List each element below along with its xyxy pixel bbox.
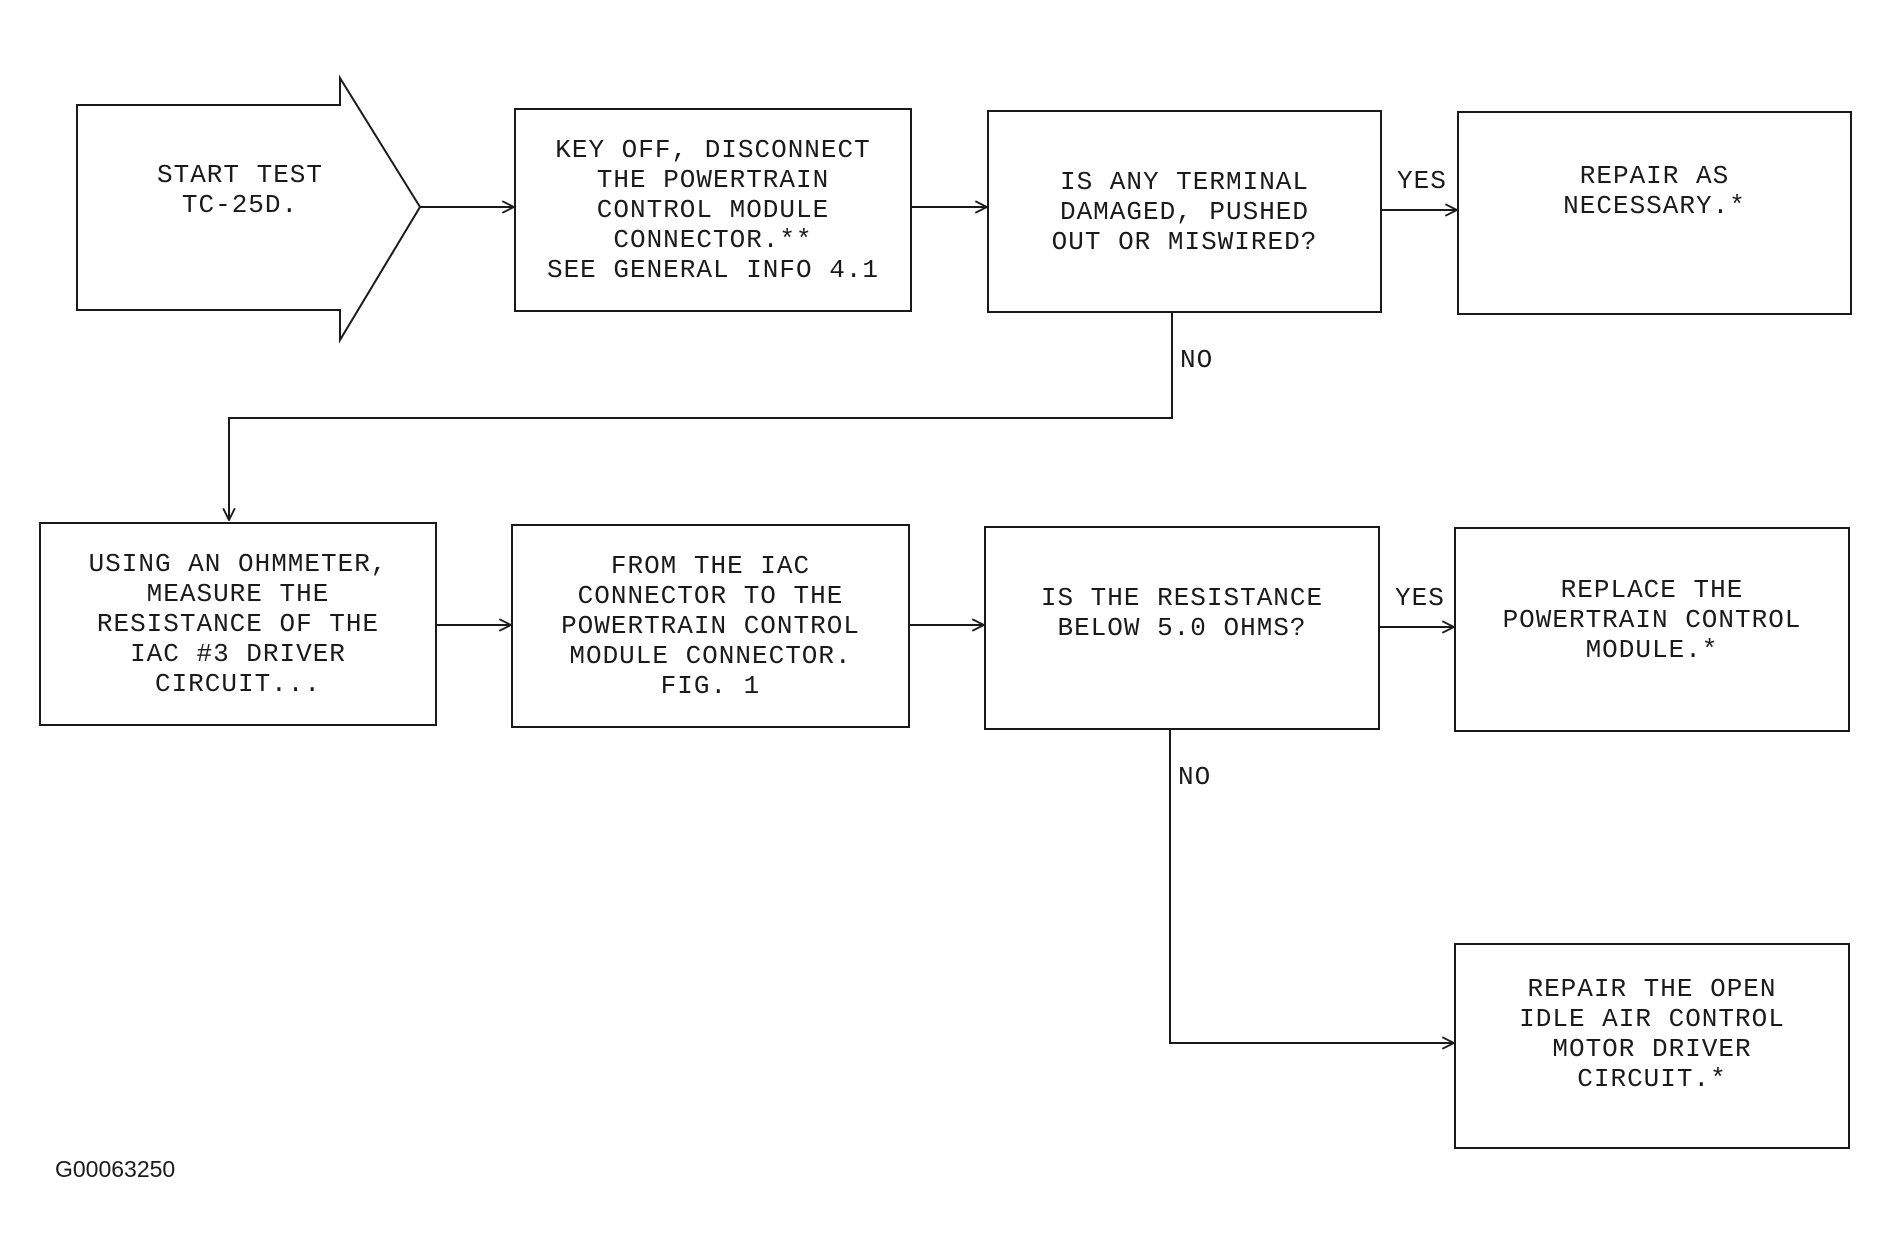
result2-text: REPLACE THE POWERTRAIN CONTROL MODULE.*: [1502, 574, 1802, 665]
step3-box: FROM THE IAC CONNECTOR TO THE POWERTRAIN…: [511, 524, 910, 728]
result3-text: REPAIR THE OPEN IDLE AIR CONTROL MOTOR D…: [1519, 973, 1785, 1094]
step1-text: KEY OFF, DISCONNECT THE POWERTRAIN CONTR…: [546, 135, 880, 285]
yes-label-question1: YES: [1397, 166, 1447, 196]
step2-box: USING AN OHMMETER, MEASURE THE RESISTANC…: [39, 522, 437, 726]
no-label-question1: NO: [1180, 345, 1214, 375]
no-label-question2: NO: [1178, 762, 1212, 792]
figure-id: G00063250: [55, 1156, 176, 1182]
yes-label-question2: YES: [1395, 583, 1445, 613]
result1-text: REPAIR AS NECESSARY.*: [1563, 160, 1746, 221]
question1-text: IS ANY TERMINAL DAMAGED, PUSHED OUT OR M…: [1051, 166, 1318, 257]
start-arrow-shape: [76, 74, 422, 344]
question1-box: IS ANY TERMINAL DAMAGED, PUSHED OUT OR M…: [987, 110, 1382, 313]
connector-question1-no: [229, 313, 1173, 520]
start-arrow-label: START TEST TC-25D.: [156, 160, 324, 220]
step2-text: USING AN OHMMETER, MEASURE THE RESISTANC…: [88, 549, 388, 699]
question2-box: IS THE RESISTANCE BELOW 5.0 OHMS?: [984, 526, 1380, 730]
result3-box: REPAIR THE OPEN IDLE AIR CONTROL MOTOR D…: [1454, 943, 1850, 1149]
connector-question2-no: [1169, 730, 1454, 1043]
step3-text: FROM THE IAC CONNECTOR TO THE POWERTRAIN…: [561, 551, 860, 701]
result2-box: REPLACE THE POWERTRAIN CONTROL MODULE.*: [1454, 527, 1850, 732]
result1-box: REPAIR AS NECESSARY.*: [1457, 111, 1852, 315]
step1-box: KEY OFF, DISCONNECT THE POWERTRAIN CONTR…: [514, 108, 912, 312]
question2-text: IS THE RESISTANCE BELOW 5.0 OHMS?: [1040, 583, 1324, 643]
